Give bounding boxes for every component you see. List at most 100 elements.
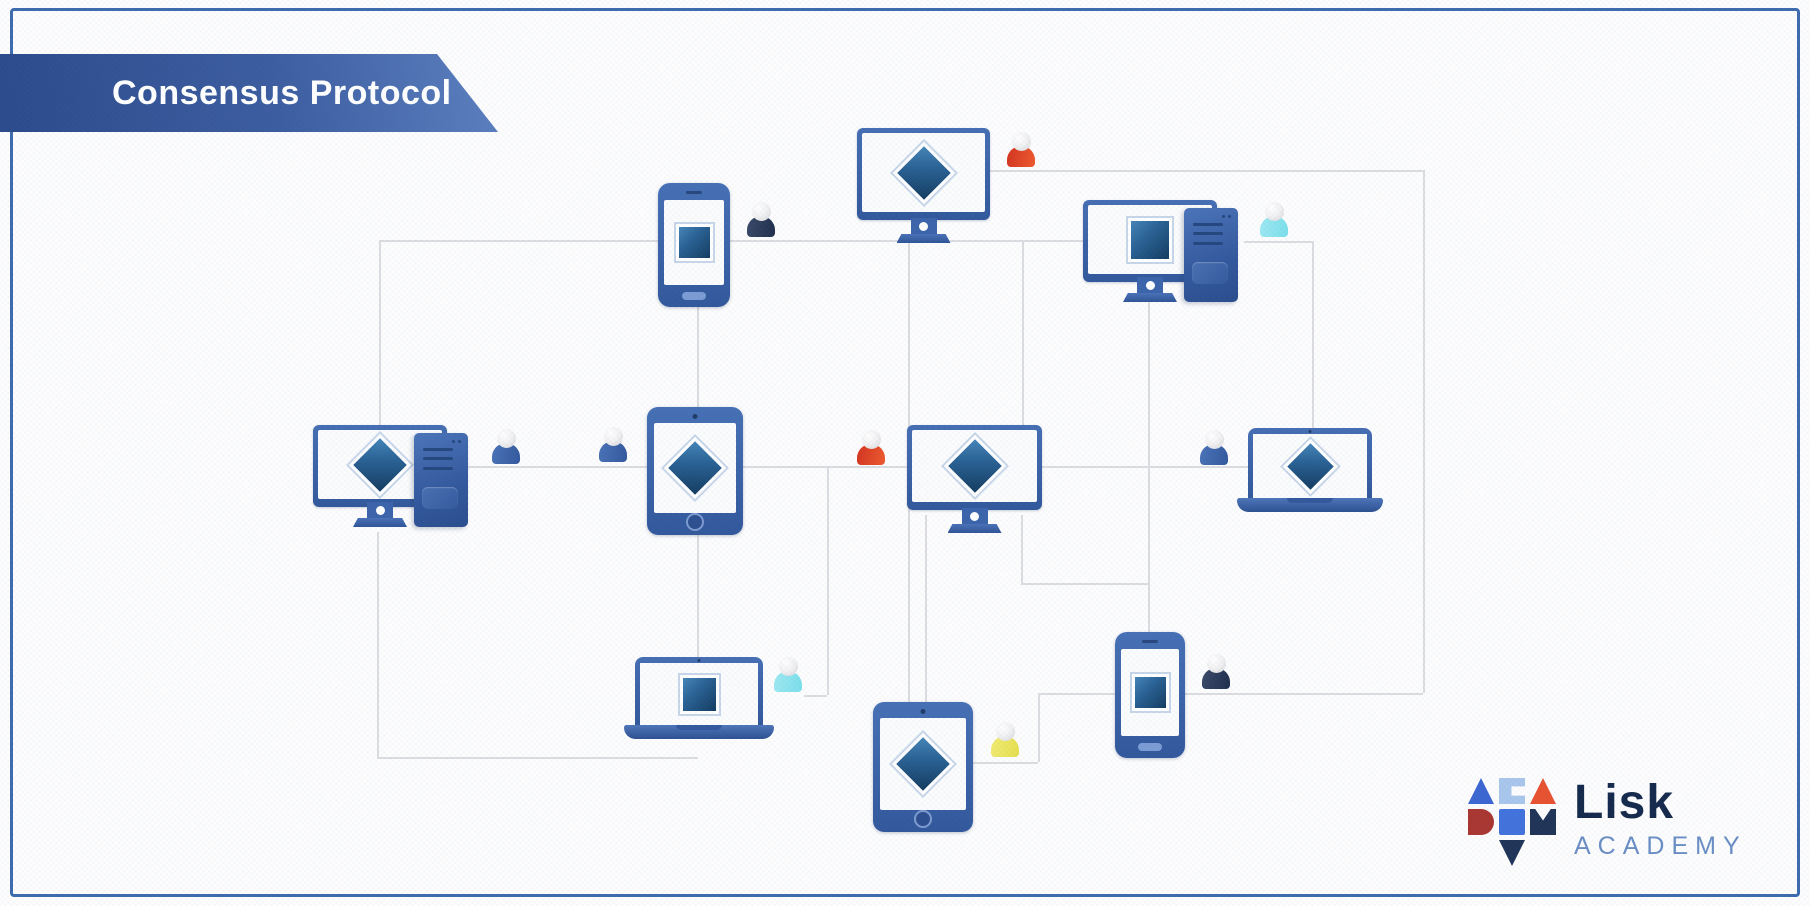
square-icon [679,674,719,714]
phone-home-button [1138,743,1162,751]
connection-desktop-left-phone-top [379,240,658,242]
monitor-top [857,128,990,243]
tile-d-darkred [1468,809,1494,835]
connection-monitor-center-tablet-bottom [925,515,927,702]
laptop-screen [640,663,758,725]
monitor-stand-base [1123,293,1177,302]
monitor-frame [907,425,1042,510]
tower-vent-stripe [422,466,453,470]
tablet-screen [654,423,736,513]
logo-brand: Lisk [1574,776,1675,829]
laptop-camera-dot [697,659,701,662]
connection-tablet-center-monitor-center [743,466,907,468]
tower-vent-stripe [1192,232,1223,236]
laptop-base-notch [1287,498,1333,503]
connection-desktop-top-right-laptop-right [1312,241,1314,428]
title-banner: Consensus Protocol [0,54,498,132]
person-blue-icon [1200,430,1228,465]
tower-leds [1222,215,1231,218]
diamond-icon [891,732,955,796]
person-head [1264,202,1284,221]
person-body [857,444,885,465]
laptop-screen-bezel [1248,428,1372,498]
diamond-icon [943,434,1006,498]
connection-tablet-bottom-phone-bottom [973,762,1038,764]
tower-vent-stripe [422,448,453,452]
person-body [1260,216,1288,237]
tile-square-blue [1499,809,1525,835]
tower-drive-bay [422,486,458,510]
logo-text: Lisk ACADEMY [1574,778,1747,861]
phone-home-button [682,292,706,300]
tower-vent-stripe [1192,223,1223,227]
person-head [995,722,1015,741]
tablet-camera-dot [692,414,698,419]
tile-triangle-blue [1468,778,1494,804]
person-body [599,441,627,462]
connection-phone-top-tablet-center [697,307,699,407]
person-body [774,671,802,692]
monitor-stand-hole [1145,281,1155,290]
monitor-stand-base [353,518,407,527]
person-red-icon [857,430,885,465]
phone-top [658,183,730,307]
page-title: Consensus Protocol [112,73,452,112]
tile-triangle-down-navy [1499,840,1525,866]
tablet-center [647,407,743,535]
phone-speaker [1142,640,1158,643]
laptop-screen-bezel [635,657,763,725]
person-head [603,427,623,446]
page-border-frame [10,8,1800,897]
desktop-left [313,425,468,527]
monitor-stand-hole [919,222,928,231]
connection-monitor-top-phone-bottom [990,170,1423,172]
phone-screen [1121,649,1179,736]
laptop-camera-dot [1308,430,1312,433]
connection-desktop-left-laptop-bottom [377,532,379,757]
connection-tablet-center-laptop-bottom [697,535,699,657]
tablet-home-button [914,810,932,828]
computer-tower [1184,208,1238,302]
connection-desktop-left-laptop-bottom [377,757,698,759]
tower-drive-bay [1192,261,1228,285]
connection-laptop-bottom-center-chain [804,695,827,697]
person-head [778,657,798,676]
person-head [1011,132,1031,151]
person-blue-icon [492,429,520,464]
connection-monitor-center-phone-bottom-line [1021,515,1023,583]
tile-c-lightblue [1499,778,1525,804]
diamond-icon [348,433,412,496]
connection-phone-top-line-monitor-center [1022,240,1024,425]
phone-speaker [686,191,702,194]
person-head [496,429,516,448]
tower-vent-stripe [422,457,453,461]
laptop-base [1237,498,1383,512]
person-red-icon [1007,132,1035,167]
laptop-base [624,725,774,739]
connection-desktop-top-right-laptop-right [1244,241,1312,243]
connection-desktop-left-tablet-center [460,466,647,468]
person-cyan-icon [774,657,802,692]
monitor-center [907,425,1042,533]
connection-desktop-top-right-phone-bottom [1148,300,1150,632]
square-icon [1131,674,1169,711]
connection-desktop-left-phone-top [379,240,381,426]
monitor-screen [912,430,1037,502]
person-yellow-icon [991,722,1019,757]
tablet-bottom [873,702,973,832]
laptop-base-notch [676,725,722,730]
logo-tile-grid [1468,778,1556,866]
person-navy-icon [747,202,775,237]
monitor-frame [857,128,990,220]
connection-tablet-bottom-phone-bottom [1038,693,1115,695]
person-body [1200,444,1228,465]
tower-leds [452,440,461,443]
person-body [492,443,520,464]
monitor-stand-neck [910,218,937,235]
person-blue-icon [599,427,627,462]
diamond-icon [1282,438,1338,494]
monitor-stand-neck [367,502,393,519]
tower-vent-stripe [1192,241,1223,245]
computer-tower [414,433,468,527]
